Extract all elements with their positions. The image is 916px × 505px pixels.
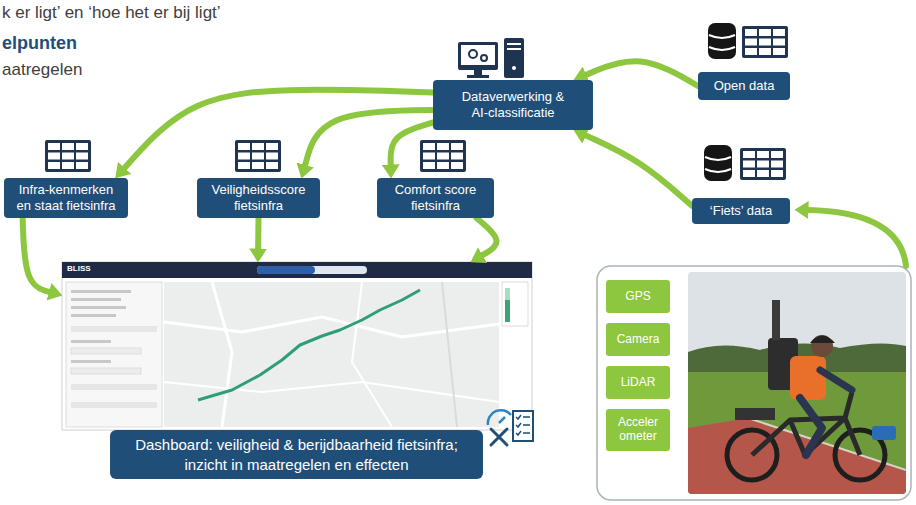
node-text: ‘Fiets’ data (710, 203, 772, 219)
slide-text: elpunten (2, 33, 77, 54)
table-icon (740, 148, 786, 180)
process-box: ‘Fiets’ data (692, 198, 790, 224)
database-icon (704, 145, 732, 181)
node-text: Comfort score fietsinfra (385, 182, 486, 213)
database-icon (708, 23, 736, 59)
sensor-box: Camera (606, 323, 670, 356)
node-text: GPS (625, 290, 650, 304)
checklist-icon (488, 410, 533, 445)
node-text: Open data (714, 78, 775, 94)
table-icon (742, 26, 788, 58)
slide-text: k er ligt’ en ‘hoe het er bij ligt’ (2, 3, 221, 23)
node-text: Camera (617, 333, 660, 347)
dashboard-screenshot (62, 262, 532, 430)
process-box: Open data (698, 72, 790, 100)
flow-arrow (586, 61, 698, 86)
cyclist-photo (688, 272, 906, 494)
sensor-box: LiDAR (606, 366, 670, 399)
dashboard-panel: Dashboard: veiligheid & berijdbaarheid f… (62, 262, 532, 485)
process-box: Veiligheidsscore fietsinfra (197, 178, 320, 218)
flow-arrow (255, 218, 261, 249)
table-icon (45, 140, 91, 172)
sensor-box: GPS (606, 280, 670, 313)
computer-icon (458, 38, 524, 78)
flow-arrow (808, 210, 906, 266)
dashboard-caption: Dashboard: veiligheid & berijdbaarheid f… (110, 430, 483, 479)
sensor-panel (597, 266, 911, 500)
slide-text: aatregelen (2, 60, 82, 80)
process-box: Comfort score fietsinfra (377, 178, 494, 218)
flow-arrow (305, 110, 433, 165)
process-box: Dataverwerking & AI-classificatie (433, 80, 593, 130)
flow-arrow (586, 135, 692, 205)
node-text: LiDAR (621, 376, 656, 390)
flow-arrow (391, 123, 433, 166)
flow-arrow (476, 218, 496, 255)
node-text: Dataverwerking & AI-classificatie (453, 89, 573, 120)
table-icon (235, 140, 281, 172)
flow-arrow (124, 90, 433, 168)
sensor-box: Acceler ometer (606, 409, 670, 451)
process-box: Infra-kenmerken en staat fietsinfra (4, 178, 128, 218)
app-name: BLISS (67, 264, 91, 273)
node-text: Acceler ometer (610, 416, 666, 444)
node-text: Infra-kenmerken en staat fietsinfra (13, 182, 119, 213)
table-icon (420, 140, 466, 172)
flow-arrow (23, 218, 50, 292)
node-text: Veiligheidsscore fietsinfra (205, 182, 312, 213)
